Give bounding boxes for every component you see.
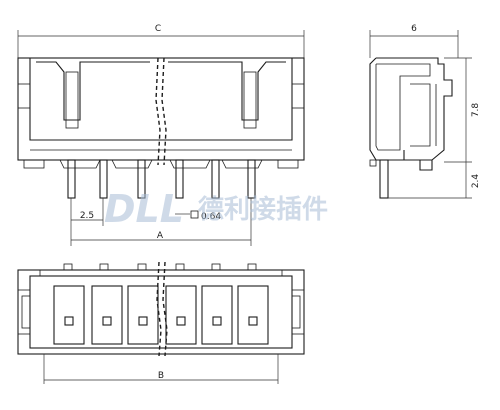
side-view: 6 7.8 2.4 [369,24,481,199]
bottom-cavities [53,285,269,345]
height-label: 7.8 [471,103,481,118]
depth-label: 6 [411,24,417,34]
watermark-brand: DLL [104,187,184,231]
span-a-label: A [157,231,164,241]
pin-length-label: 2.4 [471,174,481,189]
watermark-cn-text: 德利接插件 [198,195,328,225]
pin-square-icon [190,210,199,219]
pin-size-label: 0.64 [201,212,221,222]
width-c-label: C [155,24,161,34]
front-pins [67,159,256,199]
watermark: DLL 德利接插件 [104,187,328,231]
front-view: C [17,24,305,246]
pitch-label: 2.5 [80,211,94,221]
bottom-view: B [17,261,305,384]
width-b-label: B [158,371,164,381]
